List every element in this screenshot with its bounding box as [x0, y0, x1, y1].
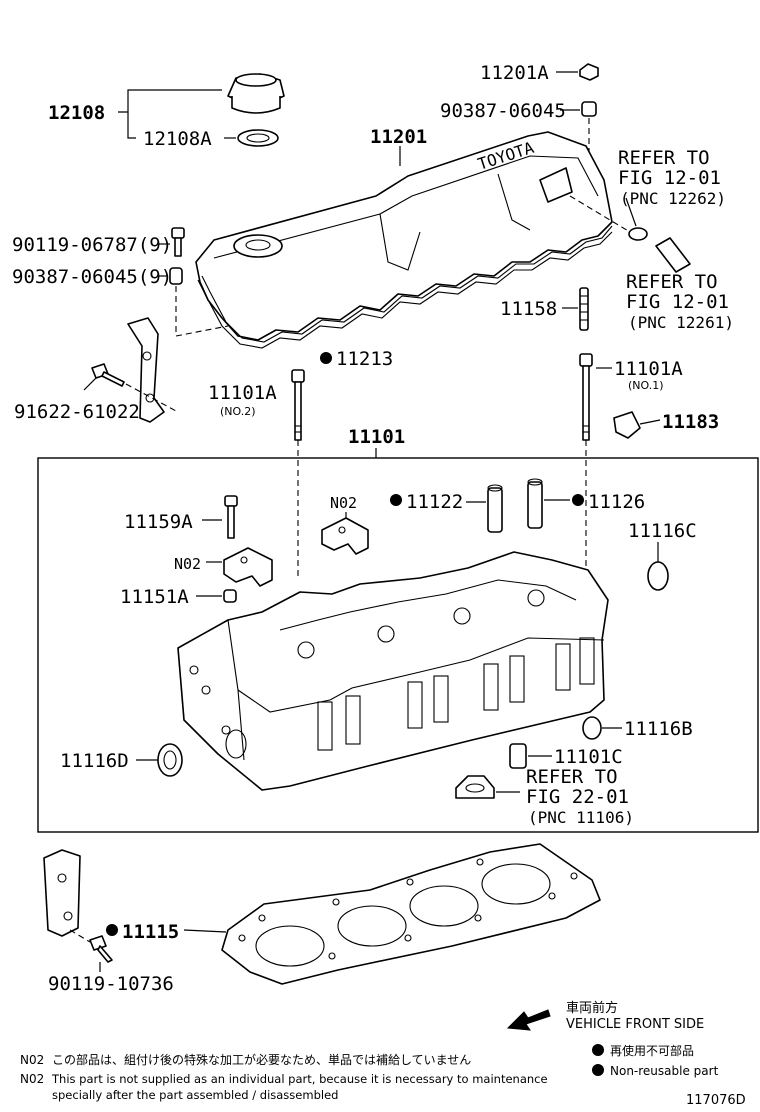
note-n02-jp-text: この部品は、組付け後の特殊な加工が必要なため、単品では補給していません	[52, 1052, 471, 1067]
camshaft-plug[interactable]	[613, 411, 641, 439]
label-n02-center: N02	[330, 494, 357, 512]
label-11158: 11158	[500, 298, 557, 320]
label-11126: 11126	[588, 491, 645, 513]
label-11183: 11183	[662, 411, 719, 433]
pcv-hose[interactable]	[655, 237, 691, 273]
label-11101a-no2: 11101A	[208, 382, 277, 404]
label-n02-left: N02	[174, 555, 201, 573]
ref2-line1[interactable]: REFER TO	[626, 271, 718, 293]
ref2-line2[interactable]: FIG 12-01	[626, 291, 729, 313]
exhaust-valve-guide[interactable]	[527, 478, 543, 529]
label-11201a: 11201A	[480, 62, 549, 84]
ref3-line2[interactable]: FIG 22-01	[526, 786, 629, 808]
label-11122: 11122	[406, 491, 463, 513]
bearing-cap-left[interactable]	[223, 547, 273, 587]
ref3-line3[interactable]: (PNC 11106)	[528, 808, 634, 827]
ring-pin[interactable]	[223, 589, 237, 603]
non-reusable-mark-11126	[572, 494, 584, 506]
label-11115: 11115	[122, 921, 179, 943]
head-cover-gasket[interactable]	[197, 225, 613, 349]
label-90119-10736: 90119-10736	[48, 973, 174, 995]
tight-plug-c[interactable]	[647, 561, 669, 591]
label-90387-06045-9: 90387-06045(9)	[12, 266, 172, 288]
ref1-line3[interactable]: (PNC 12262)	[620, 189, 726, 208]
legend-en: Non-reusable part	[610, 1064, 719, 1078]
label-11201: 11201	[370, 126, 427, 148]
non-reusable-mark-11213	[320, 352, 332, 364]
label-90119-06787: 90119-06787(9)	[12, 234, 172, 256]
head-bolt-no2[interactable]	[291, 369, 305, 441]
nozzle-holder-seat[interactable]	[455, 775, 495, 799]
label-11151a: 11151A	[120, 586, 189, 608]
oil-filler-gasket[interactable]	[237, 129, 279, 147]
non-reusable-mark-11122	[390, 494, 402, 506]
cylinder-head-frame	[37, 457, 759, 833]
cover-nut[interactable]	[579, 63, 599, 81]
cylinder-head-cover[interactable]: TOYOTA	[195, 131, 613, 341]
ref1-line2[interactable]: FIG 12-01	[618, 167, 721, 189]
label-no1: (NO.1)	[628, 379, 664, 392]
engine-hanger-rear[interactable]	[43, 849, 81, 937]
cover-seal-washer[interactable]	[169, 267, 183, 285]
rear-hanger-bolt[interactable]	[89, 935, 113, 963]
bearing-cap-bolt[interactable]	[224, 495, 238, 539]
stud-bolt[interactable]	[579, 287, 589, 331]
label-11116c: 11116C	[628, 520, 697, 542]
cover-bolt[interactable]	[171, 227, 185, 257]
head-bolt-no1[interactable]	[579, 353, 593, 441]
vehicle-front-jp: 車両前方	[566, 1000, 618, 1016]
label-12108: 12108	[48, 102, 105, 124]
diagram-id: 117076D	[686, 1093, 746, 1108]
tight-plug-b[interactable]	[582, 716, 602, 740]
seal-washer-top[interactable]	[581, 101, 597, 117]
non-reusable-mark-11115	[106, 924, 118, 936]
intake-valve-guide[interactable]	[487, 484, 503, 533]
head-sleeve[interactable]	[509, 743, 527, 769]
engine-hanger-front[interactable]	[127, 317, 165, 423]
legend-jp: 再使用不可部品	[610, 1043, 694, 1058]
label-11213: 11213	[336, 348, 393, 370]
tight-plug-d[interactable]	[157, 743, 183, 777]
note-n02-jp-code: N02	[20, 1053, 44, 1067]
bearing-cap-center[interactable]	[321, 517, 369, 555]
cylinder-head[interactable]	[177, 551, 609, 791]
ref3-line1[interactable]: REFER TO	[526, 766, 618, 788]
label-90387-06045-top: 90387-06045	[440, 100, 566, 122]
label-11116b: 11116B	[624, 718, 693, 740]
label-91622-61022: 91622-61022	[14, 401, 140, 423]
legend-dot-jp	[592, 1044, 604, 1056]
label-11101c: 11101C	[554, 746, 623, 768]
label-11101a-no1: 11101A	[614, 358, 683, 380]
legend-dot-en	[592, 1064, 604, 1076]
label-11116d: 11116D	[60, 750, 129, 772]
label-11159a: 11159A	[124, 511, 193, 533]
ref2-line3[interactable]: (PNC 12261)	[628, 313, 734, 332]
note-n02-en-text-1: This part is not supplied as an individu…	[51, 1072, 548, 1086]
oil-filler-cap[interactable]	[227, 73, 285, 114]
note-n02-en-code: N02	[20, 1072, 44, 1086]
label-12108a: 12108A	[143, 128, 212, 150]
label-11101: 11101	[348, 426, 405, 448]
note-n02-en-text-2: specially after the part assembled / dis…	[52, 1088, 338, 1102]
hanger-bolt[interactable]	[91, 363, 125, 387]
label-no2: (NO.2)	[220, 405, 256, 418]
ref1-line1[interactable]: REFER TO	[618, 147, 710, 169]
vehicle-front-arrow	[506, 1009, 551, 1031]
breather-clip[interactable]	[628, 227, 648, 241]
vehicle-front-en: VEHICLE FRONT SIDE	[566, 1017, 704, 1032]
cylinder-head-gasket[interactable]	[221, 843, 601, 985]
